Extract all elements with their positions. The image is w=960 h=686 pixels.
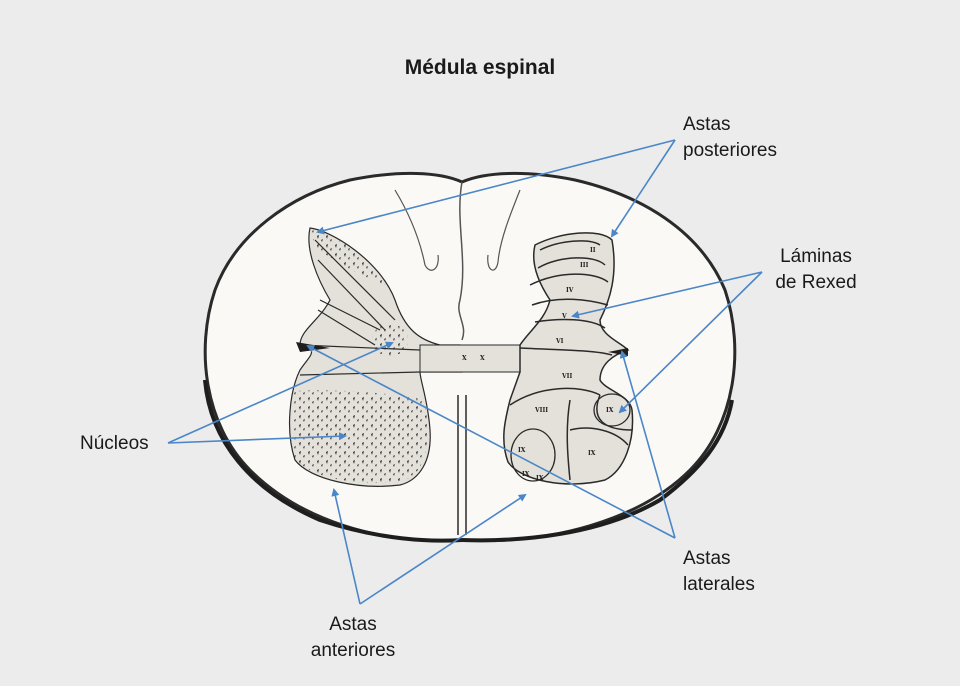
label-line: Astas — [683, 548, 731, 569]
annotation-arrows — [167, 139, 763, 605]
arrow-lateral-left — [306, 345, 676, 539]
gray-commissure — [419, 344, 521, 373]
lamina-ix-label-2: IX — [588, 450, 596, 457]
arrow-rexed-ix — [618, 271, 763, 414]
lamina-vii-label: VII — [561, 373, 572, 380]
anterior-median-fissure — [457, 395, 467, 535]
lamina-x-label-2: X — [480, 355, 485, 362]
lamina-ix-label-1: IX — [606, 407, 614, 414]
lamina-ii-label: II — [590, 247, 596, 254]
label-line: laterales — [683, 574, 755, 595]
posterior-median-septum — [458, 181, 465, 341]
lamina-v-label: V — [561, 313, 567, 320]
lamina-ix-label-4: IX — [522, 471, 530, 478]
lamina-ix-pool-lateral — [593, 393, 631, 427]
label-line: de Rexed — [775, 272, 857, 293]
rexed-lamina-labels: II III IV V VI VII VIII IX IX IX IX IX — [518, 247, 614, 482]
arrow-nucleos-upper — [167, 341, 394, 444]
label-line: anteriores — [310, 640, 396, 661]
label-line: posteriores — [683, 140, 777, 161]
lamina-vi-label: VI — [555, 338, 564, 345]
arrow-anterior-right — [359, 493, 527, 605]
lamina-ix-label-5: IX — [536, 475, 544, 482]
cord-lower-edge-right — [461, 399, 734, 543]
label-astas-posteriores: Astas posteriores — [683, 112, 777, 164]
lamina-iv-label: IV — [566, 287, 574, 294]
lamina-viii-label: VIII — [534, 407, 548, 414]
posterior-column-line-right — [487, 189, 521, 271]
cord-lower-edge — [203, 379, 463, 543]
lamina-ix-pool-medial — [510, 428, 556, 482]
arrow-anterior-left — [331, 488, 361, 605]
lamina-iii-label: III — [580, 262, 589, 269]
arrow-posterior-right — [610, 139, 676, 238]
gray-matter-right — [503, 232, 634, 485]
arrow-posterior-left — [316, 139, 676, 235]
arrow-rexed-v — [571, 271, 763, 319]
posterior-horn-dots-left — [312, 230, 385, 285]
lamina-ix-label-3: IX — [518, 447, 526, 454]
lamina-boundaries — [509, 240, 633, 481]
label-nucleos: Núcleos — [80, 431, 149, 457]
diagram-title: Médula espinal — [404, 56, 556, 79]
label-astas-laterales: Astas laterales — [683, 546, 755, 598]
label-line: Astas — [329, 614, 377, 635]
label-line: Láminas — [780, 246, 852, 267]
anterior-horn-dots-left — [292, 390, 428, 483]
label-line: Núcleos — [80, 433, 149, 454]
arrow-lateral-right — [619, 350, 676, 539]
label-astas-anteriores: Astas anteriores — [298, 612, 408, 664]
label-laminas-rexed: Láminas de Rexed — [768, 244, 864, 296]
lamina-x-label: X — [462, 355, 467, 362]
label-line: Astas — [683, 114, 731, 135]
arrow-nucleos-lower — [167, 432, 347, 444]
